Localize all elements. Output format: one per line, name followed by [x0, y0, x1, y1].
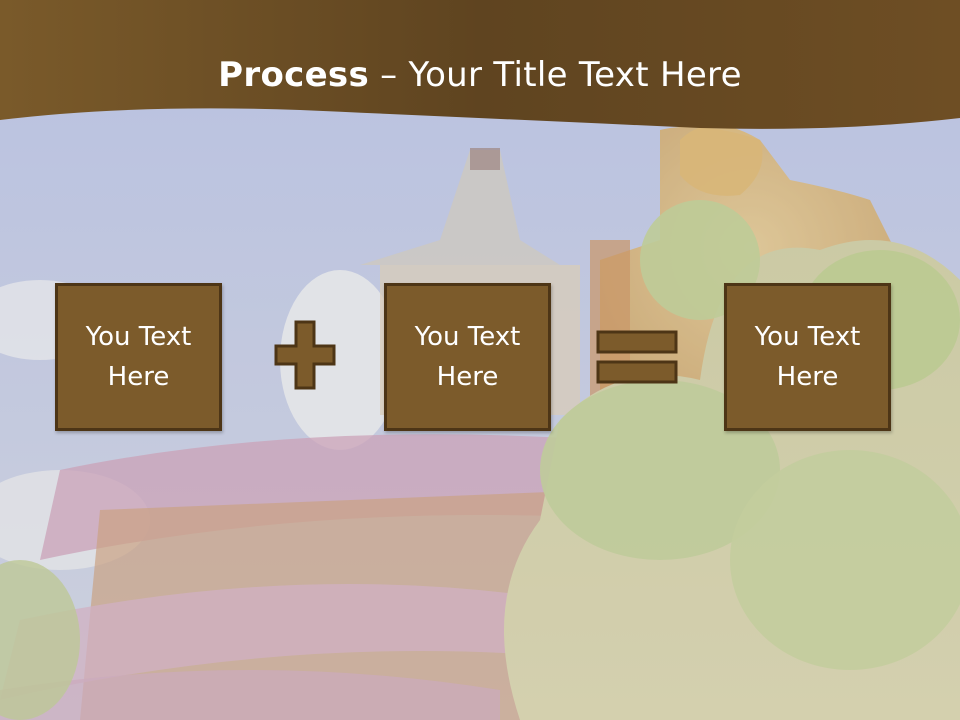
- title-rest-part: – Your Title Text Here: [369, 55, 742, 95]
- process-box-2-text: You Text Here: [414, 322, 521, 392]
- plus-icon: [274, 320, 336, 390]
- title-banner: [0, 0, 960, 129]
- process-box-3[interactable]: You Text Here: [724, 283, 891, 431]
- process-box-1[interactable]: You Text Here: [55, 283, 222, 431]
- equals-icon: [596, 330, 678, 384]
- process-box-3-text: You Text Here: [754, 322, 861, 392]
- slide-title[interactable]: Process – Your Title Text Here: [0, 48, 960, 102]
- process-box-1-text: You Text Here: [85, 322, 192, 392]
- title-bold-part: Process: [218, 55, 370, 95]
- process-box-2[interactable]: You Text Here: [384, 283, 551, 431]
